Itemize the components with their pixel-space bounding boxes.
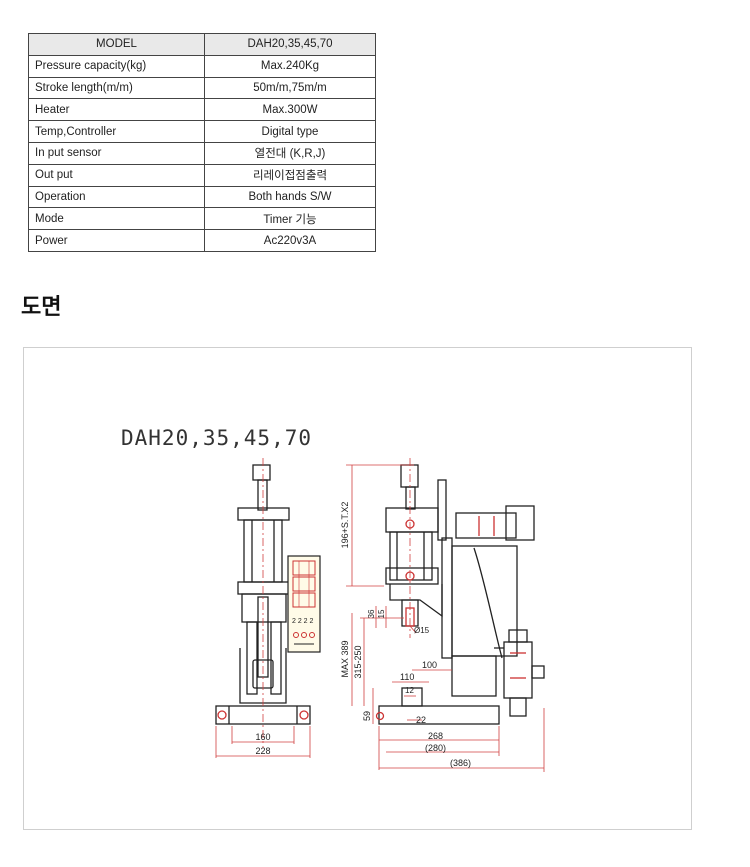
- technical-drawing: 2 2 2 2 160 228: [215, 458, 545, 772]
- spec-value: 열전대 (K,R,J): [204, 141, 376, 165]
- dim-386: (386): [450, 758, 471, 768]
- spec-label: Heater: [28, 98, 205, 122]
- spec-label: Pressure capacity(kg): [28, 54, 205, 78]
- spec-value: Ac220v3A: [204, 229, 376, 252]
- spec-label: Mode: [28, 207, 205, 231]
- svg-text:2 2 2 2: 2 2 2 2: [292, 618, 314, 625]
- spec-header-label: MODEL: [28, 33, 205, 56]
- dim-110: 110: [400, 672, 414, 682]
- spec-label: Power: [28, 229, 205, 252]
- spec-header-row: MODEL DAH20,35,45,70: [28, 33, 376, 56]
- drawing-title: DAH20,35,45,70: [121, 426, 313, 450]
- side-view: [375, 464, 545, 725]
- dim-228: 228: [255, 746, 270, 756]
- dim-268: 268: [428, 731, 443, 741]
- dim-36: 36: [367, 609, 376, 618]
- spec-row: Stroke length(m/m)50m/m,75m/m: [28, 76, 376, 100]
- spec-value: Both hands S/W: [204, 185, 376, 209]
- spec-header-value: DAH20,35,45,70: [204, 33, 376, 56]
- drawing-heading: 도면: [21, 295, 62, 320]
- spec-row: Pressure capacity(kg)Max.240Kg: [28, 54, 376, 78]
- dim-22: 22: [416, 715, 426, 725]
- dim-15: 15: [377, 609, 386, 618]
- spec-label: Stroke length(m/m): [28, 76, 205, 100]
- spec-value: Timer 기능: [204, 207, 376, 231]
- dim-range: 315-250: [353, 645, 363, 678]
- spec-label: Operation: [28, 185, 205, 209]
- dim-59: 59: [362, 711, 372, 721]
- spec-value: Max.300W: [204, 98, 376, 122]
- spec-value: 50m/m,75m/m: [204, 76, 376, 100]
- spec-label: Temp,Controller: [28, 120, 205, 143]
- control-box: 2 2 2 2: [287, 555, 321, 653]
- spec-value: Max.240Kg: [204, 54, 376, 78]
- spec-label: Out put: [28, 163, 205, 187]
- spec-table: MODEL DAH20,35,45,70 Pressure capacity(k…: [28, 33, 376, 252]
- spec-value: Digital type: [204, 120, 376, 143]
- dim-160: 160: [255, 732, 270, 742]
- dim-100: 100: [422, 660, 437, 670]
- dim-stroke: 196+S.T.X2: [340, 502, 350, 549]
- dim-max389: MAX 389: [340, 640, 350, 677]
- dim-phi15: Ø15: [414, 626, 430, 635]
- drawing-frame: DAH20,35,45,70: [23, 347, 692, 830]
- dim-280: (280): [425, 743, 446, 753]
- spec-value: 리레이접점출력: [204, 163, 376, 187]
- dim-12: 12: [405, 686, 414, 695]
- spec-label: In put sensor: [28, 141, 205, 165]
